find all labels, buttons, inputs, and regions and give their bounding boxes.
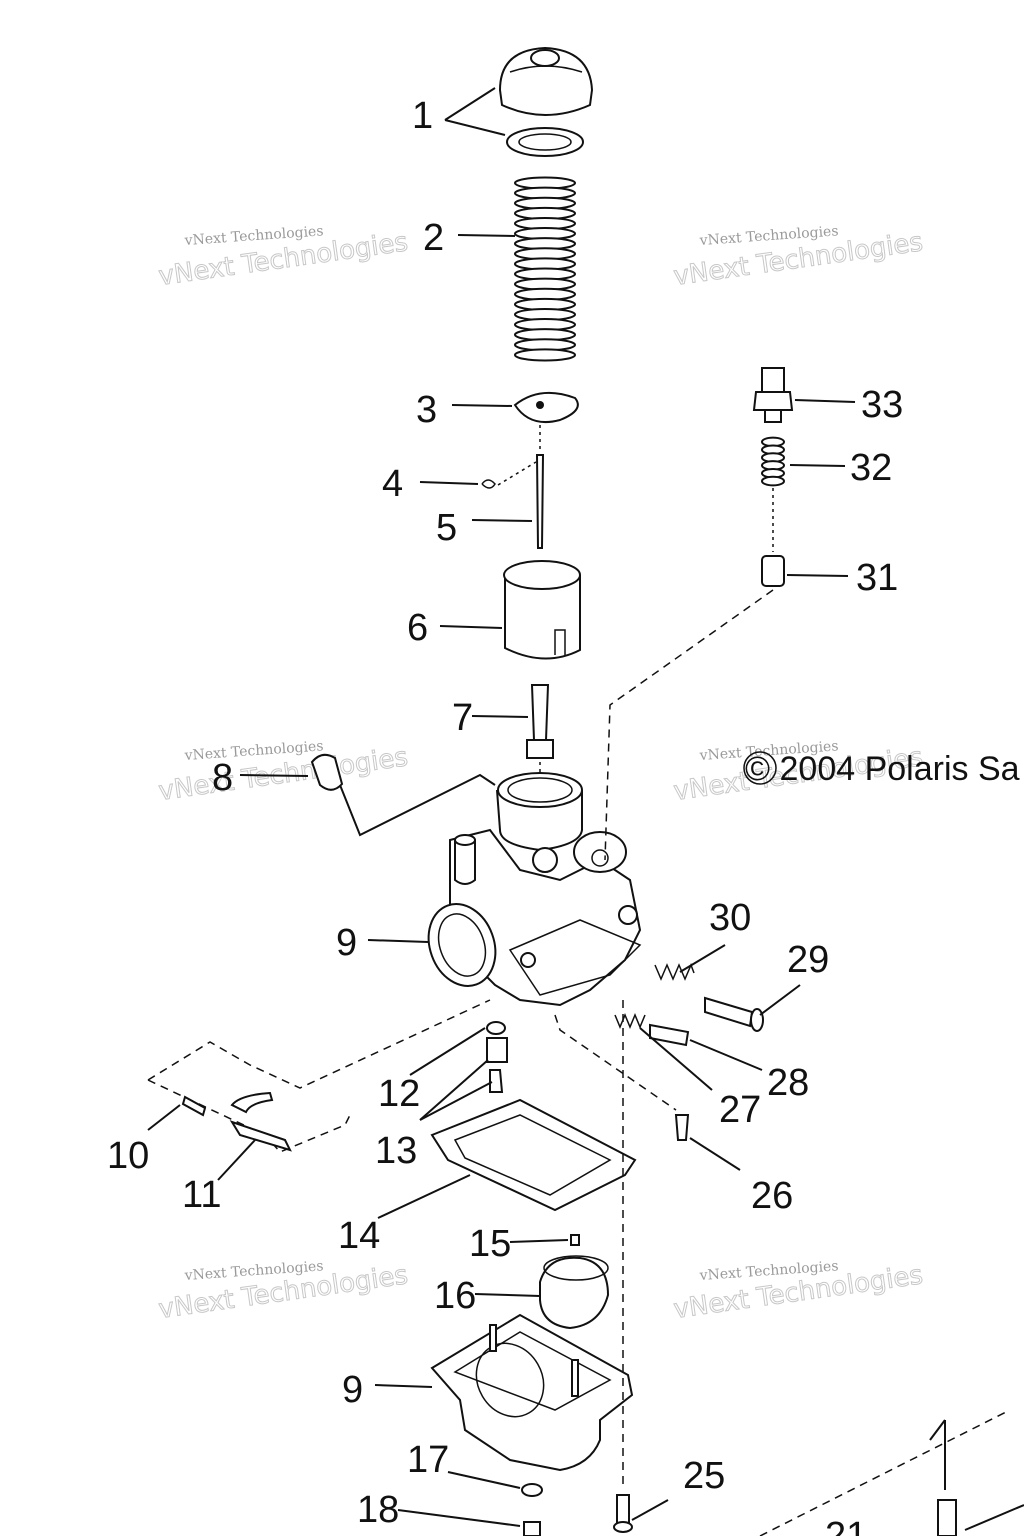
callout-28: 28 <box>767 1062 809 1104</box>
part-needle-plate <box>513 391 579 424</box>
callout-2: 2 <box>423 217 444 259</box>
part-screw-18 <box>523 1521 541 1536</box>
callout-7: 7 <box>452 697 473 739</box>
part-needle-jet <box>526 684 554 790</box>
callout-27: 27 <box>719 1089 761 1131</box>
callout-18: 18 <box>357 1489 399 1531</box>
part-screw-26 <box>554 1014 690 1141</box>
part-jet-12-13 <box>486 1021 508 1093</box>
part-clip <box>481 479 496 489</box>
callout-labels: 1 2 3 4 5 6 7 8 9 10 11 12 13 14 15 16 9… <box>107 95 903 1536</box>
part-adjuster-33 <box>752 367 794 423</box>
spring-coil <box>514 348 576 362</box>
part-spring-32 <box>761 436 785 487</box>
callout-10: 10 <box>107 1135 149 1177</box>
callout-14: 14 <box>338 1215 380 1257</box>
callout-4: 4 <box>382 463 403 505</box>
watermark-mid-left: vNext Technologies vNext Technologies <box>156 738 410 807</box>
watermark-top-left: vNext Technologies vNext Technologies <box>156 223 410 292</box>
part-float-bowl-gasket <box>430 1098 637 1212</box>
callout-1: 1 <box>412 95 433 137</box>
part-washer-17 <box>521 1483 543 1497</box>
part-cap-31 <box>604 488 785 861</box>
spring-coil <box>761 475 785 487</box>
part-tube-assembly <box>147 999 491 1153</box>
part-float-bowl <box>430 1313 634 1472</box>
watermark-bottom-left: vNext Technologies vNext Technologies <box>156 1258 410 1325</box>
part-screw-28 <box>649 1023 690 1047</box>
callout-15: 15 <box>469 1223 511 1265</box>
part-carburetor-body <box>427 772 642 1007</box>
callout-5: 5 <box>436 507 457 549</box>
part-screw-25 <box>613 1000 633 1533</box>
copyright-notice: © 2004 Polaris Sa <box>743 750 1020 788</box>
part-cap <box>498 46 594 157</box>
callout-11: 11 <box>182 1174 221 1216</box>
callout-16: 16 <box>434 1275 476 1317</box>
part-spring-30 <box>654 962 695 981</box>
part-pin-15 <box>570 1234 580 1246</box>
svg-text:© 2004 Polaris Sa: © 2004 Polaris Sa <box>745 750 1020 788</box>
callout-25: 25 <box>683 1455 725 1497</box>
callout-26: 26 <box>751 1175 793 1217</box>
part-float-16 <box>539 1255 610 1330</box>
part-cap-8 <box>310 753 496 837</box>
part-spring <box>514 176 576 362</box>
part-jet-needle <box>497 425 545 549</box>
watermark-top-right: vNext Technologies vNext Technologies <box>671 223 925 292</box>
watermark-bottom-right: vNext Technologies vNext Technologies <box>671 1258 925 1325</box>
callout-13: 13 <box>375 1130 417 1172</box>
callout-9-bowl: 9 <box>342 1369 363 1411</box>
callout-21: 21 <box>825 1515 867 1536</box>
part-screw-29 <box>704 996 764 1032</box>
callout-33: 33 <box>861 384 903 426</box>
leader-lines <box>147 87 856 1527</box>
callout-6: 6 <box>407 607 428 649</box>
callout-8: 8 <box>212 757 233 799</box>
part-throttle-valve <box>503 560 581 660</box>
callout-32: 32 <box>850 447 892 489</box>
callout-17: 17 <box>407 1439 449 1481</box>
part-spring-27 <box>614 1013 646 1029</box>
part-hose-21 <box>759 1409 1024 1536</box>
callout-31: 31 <box>856 557 898 599</box>
callout-12: 12 <box>378 1073 420 1115</box>
callout-3: 3 <box>416 389 437 431</box>
callout-9-body: 9 <box>336 922 357 964</box>
callout-29: 29 <box>787 939 829 981</box>
callout-30: 30 <box>709 897 751 939</box>
